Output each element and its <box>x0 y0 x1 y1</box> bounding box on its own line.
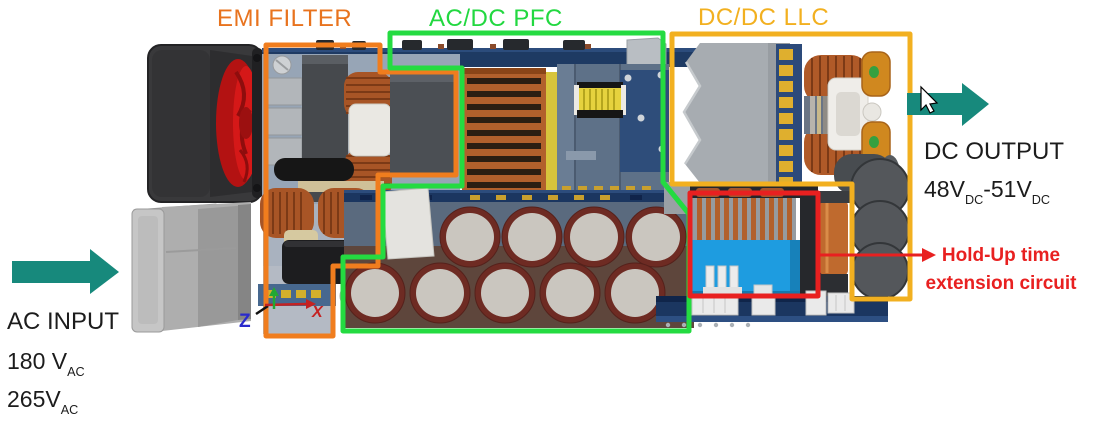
llc-heatsink <box>684 43 790 183</box>
ac-input-min: 180 VAC <box>7 348 85 379</box>
holdup-line2: extension circuit <box>925 273 1077 294</box>
capacitor <box>563 206 625 268</box>
capacitor <box>409 262 471 324</box>
connector <box>827 292 855 314</box>
emi-filter-label: EMI FILTER <box>217 5 353 32</box>
dc-output-title: DC OUTPUT <box>924 138 1064 165</box>
axis-triad: Z X <box>239 287 324 332</box>
x-axis-label: X <box>311 304 324 321</box>
capacitor <box>625 206 687 268</box>
pcb-pads <box>779 49 793 188</box>
emi-filter-outline <box>263 42 459 339</box>
holdup-heatsink-fins <box>697 198 792 242</box>
ac-input-max: 265VAC <box>7 386 79 417</box>
holdup-line1: Hold-Up time <box>941 245 1061 266</box>
dcdc-llc-label: DC/DC LLC <box>698 4 830 31</box>
ac-input-title: AC INPUT <box>7 308 120 335</box>
x-axis <box>264 302 307 307</box>
capacitor <box>604 262 666 324</box>
mouse-cursor <box>920 85 939 114</box>
acdc-pfc-section <box>462 64 669 198</box>
capacitor <box>474 262 536 324</box>
white-block <box>381 187 435 260</box>
bulk-capacitor-bank <box>344 187 694 328</box>
dc-output-arrow <box>907 83 989 126</box>
holdup-annotation: Hold-Up time extension circuit <box>908 242 1094 298</box>
pfc-transformer <box>574 82 626 118</box>
cooling-fan <box>147 44 263 203</box>
holdup-outline <box>687 190 821 299</box>
dcdc-llc-section <box>664 43 900 214</box>
holdup-arrow <box>818 248 936 262</box>
acdc-pfc-outline <box>340 30 692 334</box>
x-capacitor-block <box>390 74 454 174</box>
pfc-heatsink <box>462 68 546 198</box>
capacitor <box>344 262 406 324</box>
capacitor <box>501 206 563 268</box>
acdc-pfc-label: AC/DC PFC <box>429 5 563 32</box>
pcb-bottom-edge <box>656 290 888 328</box>
capacitor <box>539 262 601 324</box>
ac-inlet-connector <box>131 202 251 333</box>
dc-output-from: 48V <box>924 176 965 202</box>
output-capacitors <box>850 158 910 300</box>
dc-output-to: -51V <box>983 176 1032 202</box>
ac-input-arrow <box>12 249 119 294</box>
capacitor <box>439 206 501 268</box>
dcdc-llc-outline <box>669 31 913 302</box>
dc-output-range: 48VDC-51VDC <box>924 176 1051 207</box>
z-axis-label: Z <box>239 311 251 332</box>
connector <box>751 297 776 316</box>
